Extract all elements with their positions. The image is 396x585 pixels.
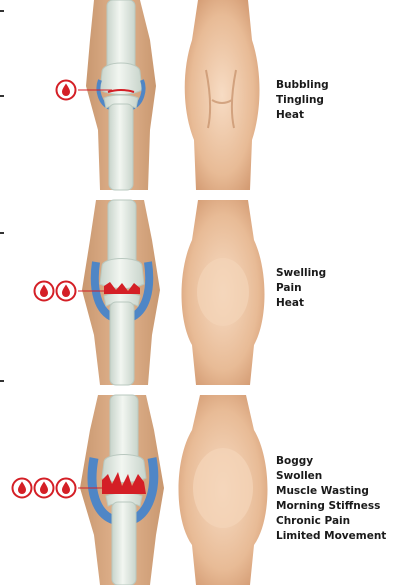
symptom-label: Bubbling: [276, 78, 329, 93]
stage-2-symptom-list: Swelling Pain Heat: [276, 266, 326, 311]
stage-1-symptom-list: Bubbling Tingling Heat: [276, 78, 329, 123]
symptom-label: Pain: [276, 281, 326, 296]
blood-drop-icon: [35, 479, 54, 498]
symptom-label: Heat: [276, 108, 329, 123]
blood-drop-icon: [57, 282, 76, 301]
blood-drop-icon: [57, 81, 76, 100]
symptom-label: Tingling: [276, 93, 329, 108]
stage-3-illustration: [13, 395, 268, 585]
symptom-label: Boggy: [276, 454, 386, 469]
edge-mark: [0, 10, 4, 12]
symptom-label: Heat: [276, 296, 326, 311]
symptom-label: Morning Stiffness: [276, 499, 386, 514]
stage-3-severity-drops: [13, 479, 76, 498]
stage-3-knee-exterior: [179, 395, 268, 585]
symptom-label: Swollen: [276, 469, 386, 484]
stage-1-knee-exterior: [185, 0, 260, 190]
symptom-label: Swelling: [276, 266, 326, 281]
symptom-label: Limited Movement: [276, 529, 386, 544]
stage-2-severity-drops: [35, 282, 76, 301]
symptom-label: Muscle Wasting: [276, 484, 386, 499]
symptom-label: Chronic Pain: [276, 514, 386, 529]
stage-2-illustration: [35, 200, 265, 385]
stage-3-symptom-list: Boggy Swollen Muscle Wasting Morning Sti…: [276, 454, 386, 544]
stage-2-knee-exterior: [182, 200, 265, 385]
stage-1-illustration: [57, 0, 260, 190]
stage-1-leg-cross-section: [86, 0, 156, 190]
edge-mark: [0, 232, 4, 234]
blood-drop-icon: [13, 479, 32, 498]
stage-3-leg-cross-section: [80, 395, 164, 585]
blood-drop-icon: [57, 479, 76, 498]
edge-mark: [0, 95, 4, 97]
stage-2-leg-cross-section: [82, 200, 160, 385]
edge-mark: [0, 380, 4, 382]
blood-drop-icon: [35, 282, 54, 301]
stage-1-severity-drops: [57, 81, 76, 100]
